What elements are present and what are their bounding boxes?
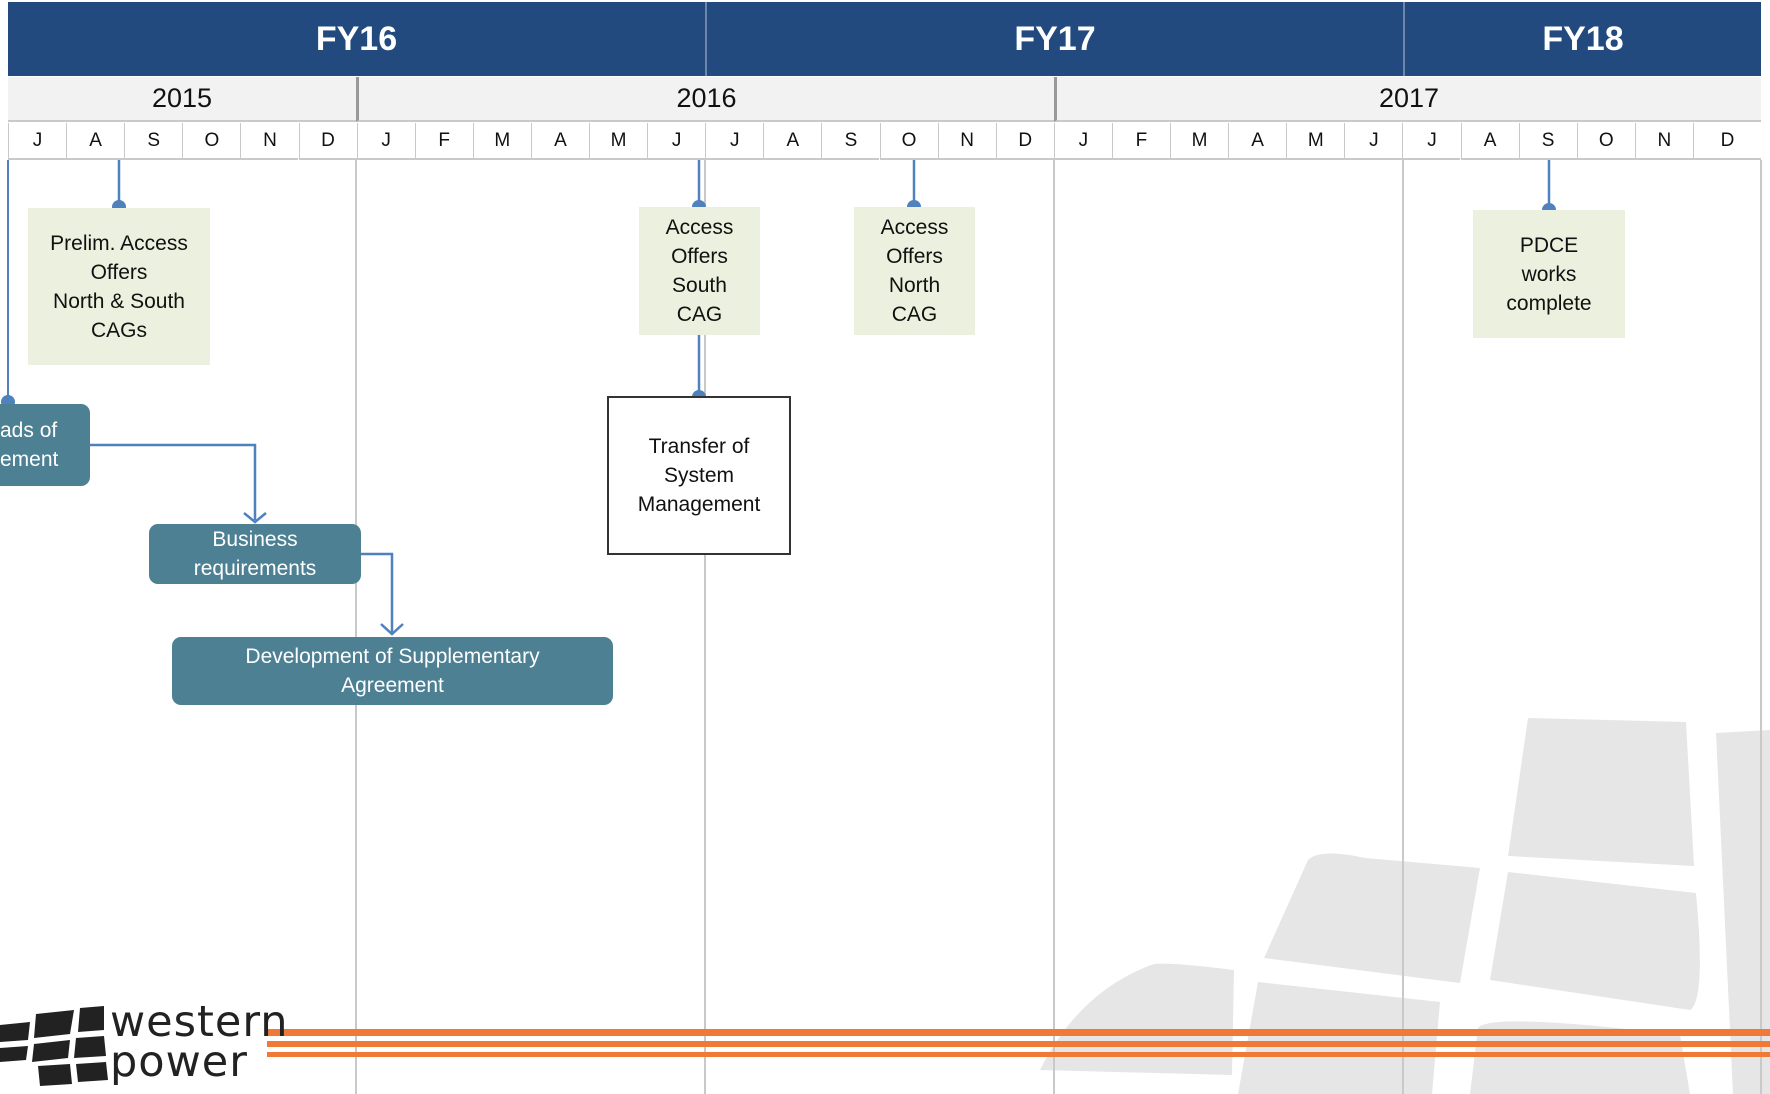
note-line: CAG: [891, 303, 938, 326]
month-cell: O: [1576, 123, 1635, 160]
task-line: Business: [212, 528, 298, 551]
fiscal-year-label: FY17: [1014, 19, 1096, 58]
month-cell: D: [995, 123, 1054, 160]
logo-line: western: [110, 997, 289, 1047]
month-cell: A: [763, 123, 822, 160]
note-line: Management: [637, 493, 761, 516]
note-line: PDCE: [1519, 233, 1579, 257]
note-line: Access: [880, 216, 949, 239]
arrow-to-development: [360, 552, 394, 633]
month-cell: N: [240, 123, 299, 160]
note-line: Offers: [90, 260, 148, 284]
month-cell: J: [647, 123, 706, 160]
task-line: requirements: [193, 557, 317, 580]
month-cell: J: [356, 123, 415, 160]
milestone-dots: [112, 200, 1556, 404]
month-cell: M: [472, 123, 531, 160]
calendar-year-2016: 2016: [356, 77, 1054, 122]
task-business-requirements: Business requirements: [149, 524, 361, 584]
fiscal-year-label: FY16: [315, 19, 398, 58]
month-cell: O: [879, 123, 938, 160]
note-line: North & South: [53, 289, 185, 313]
month-cell: J: [1053, 123, 1112, 160]
month-cell: A: [1228, 123, 1287, 160]
month-cell: J: [1402, 123, 1461, 160]
note-line: Prelim. Access: [50, 231, 188, 255]
task-line: Agreement: [341, 674, 444, 697]
logo-line: power: [110, 1037, 248, 1087]
task-line: ads of: [0, 419, 58, 442]
calendar-year-2017: 2017: [1054, 77, 1761, 122]
note-line: Access: [665, 216, 734, 239]
month-cell: N: [1634, 123, 1693, 160]
month-cell: F: [1111, 123, 1170, 160]
background-tile-pattern: [1040, 718, 1770, 1094]
month-cell: A: [1460, 123, 1519, 160]
task-arrows: [90, 443, 404, 636]
year-label: 2015: [151, 83, 213, 113]
note-line: North: [888, 274, 941, 297]
month-cell: N: [937, 123, 996, 160]
month-cell: M: [1286, 123, 1345, 160]
milestone-prelim-access-offers: Prelim. Access Offers North & South CAGs: [28, 208, 210, 365]
month-cell: M: [1170, 123, 1229, 160]
month-cell: F: [414, 123, 473, 160]
month-cell: S: [821, 123, 880, 160]
note-line: CAG: [676, 303, 723, 326]
logo-wordmark: western power: [110, 997, 289, 1087]
month-cell: D: [298, 123, 357, 160]
milestone-connectors: [117, 160, 1551, 396]
fiscal-year-fy16: FY16: [8, 2, 705, 76]
arrowhead-business: [243, 512, 267, 524]
fiscal-year-label: FY18: [1542, 19, 1624, 58]
milestone-access-offers-south: Access Offers South CAG: [639, 207, 760, 335]
month-cell: A: [66, 123, 125, 160]
milestone-pdce-works-complete: PDCE works complete: [1473, 210, 1625, 338]
milestone-transfer-of-system-management: Transfer of System Management: [607, 396, 791, 555]
month-cell: D: [1692, 123, 1761, 160]
note-line: Offers: [671, 245, 728, 268]
western-power-logo-mark: [0, 1006, 108, 1086]
note-line: Transfer of: [648, 435, 750, 458]
month-cell: J: [705, 123, 764, 160]
note-line: Offers: [886, 245, 943, 268]
milestone-access-offers-north: Access Offers North CAG: [854, 207, 975, 335]
year-label: 2016: [676, 83, 737, 113]
note-line: CAGs: [90, 318, 147, 342]
month-cell: M: [589, 123, 648, 160]
year-label: 2017: [1378, 83, 1440, 113]
month-cell: J: [8, 123, 67, 160]
task-development-of-supplementary-agreement: Development of Supplementary Agreement: [172, 637, 613, 705]
arrow-to-business: [90, 443, 257, 520]
month-cell: J: [1344, 123, 1403, 160]
calendar-year-2015: 2015: [8, 77, 356, 122]
task-line: Development of Supplementary: [245, 645, 540, 668]
fiscal-year-fy17: FY17: [705, 2, 1403, 76]
note-line: South: [672, 274, 727, 297]
task-line: ement: [0, 448, 59, 471]
orange-stripes: [267, 1029, 1770, 1057]
arrowhead-development: [380, 623, 404, 636]
note-line: System: [663, 464, 734, 487]
month-cell: S: [1518, 123, 1577, 160]
month-cell: A: [530, 123, 589, 160]
month-cell: O: [182, 123, 241, 160]
fiscal-year-fy18: FY18: [1403, 2, 1761, 76]
task-heads-of-agreement: ads of ement: [0, 404, 90, 486]
note-line: works: [1521, 262, 1577, 286]
note-line: complete: [1506, 291, 1592, 315]
month-cell: S: [124, 123, 183, 160]
